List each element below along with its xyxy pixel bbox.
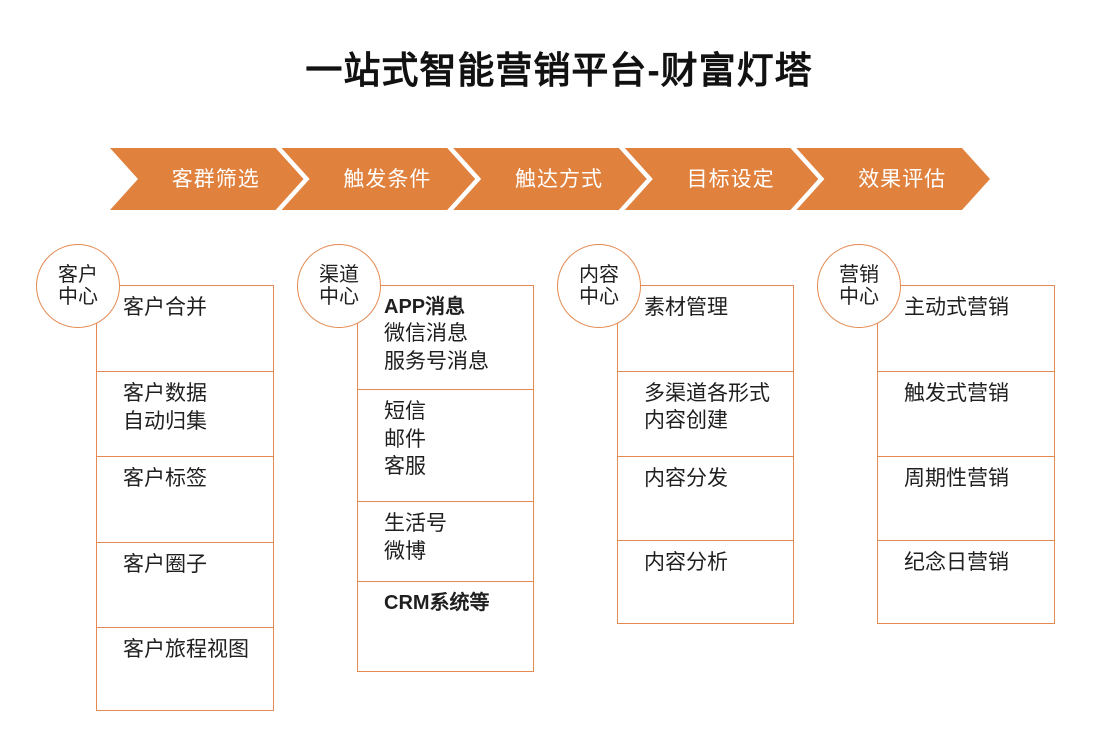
process-step-2[interactable]: 触发条件: [282, 148, 476, 210]
center-item-line: 客户旅程视图: [123, 636, 249, 661]
center-item[interactable]: 周期性营销: [878, 455, 1054, 541]
center-badge-line1: 客户: [58, 263, 98, 286]
process-step-4[interactable]: 目标设定: [625, 148, 819, 210]
process-step-label: 客群筛选: [171, 166, 260, 191]
center-box-content-center: 素材管理多渠道各形式内容创建内容分发内容分析: [617, 285, 794, 624]
center-item-line: 微博: [384, 538, 426, 563]
center-badge-channel-center[interactable]: 渠道中心: [297, 244, 381, 328]
center-badge-line2: 中心: [579, 286, 619, 308]
center-badge-line1: 内容: [579, 263, 619, 286]
process-step-label: 目标设定: [686, 166, 775, 191]
center-item-line: 自动归集: [123, 408, 207, 433]
center-item-line: APP消息: [384, 296, 466, 318]
center-badge-customer-center[interactable]: 客户中心: [36, 244, 120, 328]
center-item[interactable]: 内容分析: [618, 540, 793, 625]
center-item[interactable]: 客户圈子: [97, 541, 273, 627]
process-step-5[interactable]: 效果评估: [796, 148, 990, 210]
center-badge-line2: 中心: [839, 286, 879, 308]
center-badge-line1: 营销: [839, 263, 879, 286]
process-step-3[interactable]: 触达方式: [453, 148, 647, 210]
center-item-line: CRM系统等: [384, 592, 490, 614]
center-item-line: 客户数据: [123, 381, 207, 406]
center-item-line: 客户标签: [123, 466, 207, 491]
center-item[interactable]: 纪念日营销: [878, 540, 1054, 625]
center-item-line: 素材管理: [644, 295, 728, 319]
center-box-channel-center: APP消息微信消息服务号消息短信邮件客服生活号微博 CRM系统等: [357, 285, 534, 672]
center-item-line: 服务号消息: [384, 349, 489, 374]
process-step-label: 触达方式: [514, 166, 603, 191]
center-badge-line1: 渠道: [319, 263, 359, 286]
center-item-line: 客户合并: [123, 295, 207, 319]
center-badge-marketing-center[interactable]: 营销中心: [817, 244, 901, 328]
process-step-label: 效果评估: [858, 166, 947, 191]
page-title: 一站式智能营销平台-财富灯塔: [305, 50, 813, 91]
center-item-line: 客户圈子: [123, 551, 207, 576]
center-item[interactable]: 客户标签: [97, 456, 273, 541]
center-item[interactable]: 素材管理: [618, 286, 793, 371]
center-item[interactable]: 短信邮件客服: [358, 389, 533, 501]
center-item-line: 微信消息: [384, 321, 468, 346]
center-item[interactable]: 客户合并: [97, 286, 273, 371]
center-item[interactable]: 触发式营销: [878, 370, 1054, 456]
center-item-line: 内容创建: [644, 408, 728, 433]
center-item-line: 多渠道各形式: [644, 380, 770, 405]
center-item[interactable]: 生活号微博: [358, 501, 533, 581]
center-badge-content-center[interactable]: 内容中心: [557, 244, 641, 328]
center-item[interactable]: CRM系统等: [358, 581, 533, 673]
center-box-customer-center: 客户合并客户数据自动归集客户标签客户圈子客户旅程视图: [96, 285, 274, 711]
center-item-line: 生活号: [384, 511, 447, 535]
process-step-label: 触发条件: [343, 166, 432, 191]
process-step-1[interactable]: 客群筛选: [110, 148, 304, 210]
center-item-line: 内容分析: [644, 550, 728, 575]
center-item[interactable]: 客户数据自动归集: [97, 371, 273, 456]
center-item-line: 客服: [384, 454, 426, 479]
center-item-line: 短信: [384, 399, 426, 423]
center-item[interactable]: 内容分发: [618, 455, 793, 541]
center-item[interactable]: 客户旅程视图: [97, 626, 273, 712]
center-badge-line2: 中心: [319, 286, 359, 308]
center-item-line: 邮件: [384, 426, 426, 451]
center-item[interactable]: 主动式营销: [878, 286, 1054, 371]
process-flow-band: 客群筛选 触发条件 触达方式 目标设定 效果评估: [110, 148, 990, 210]
center-item-line: 主动式营销: [904, 295, 1009, 319]
center-item-line: 纪念日营销: [904, 550, 1009, 575]
center-badge-line2: 中心: [58, 286, 98, 308]
center-item[interactable]: APP消息微信消息服务号消息: [358, 286, 533, 389]
center-item-line: 周期性营销: [904, 465, 1009, 490]
center-box-marketing-center: 主动式营销触发式营销周期性营销纪念日营销: [877, 285, 1055, 624]
center-item-line: 内容分发: [644, 465, 728, 490]
center-item[interactable]: 多渠道各形式内容创建: [618, 370, 793, 456]
center-item-line: 触发式营销: [904, 380, 1009, 405]
